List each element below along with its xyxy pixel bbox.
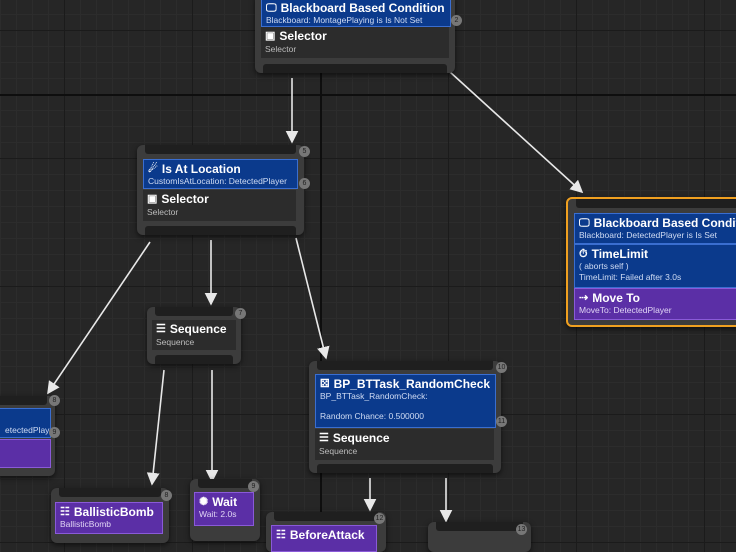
node-index-badge: 8 (161, 490, 172, 501)
blueprint-icon: ⚄ (320, 378, 330, 390)
move-arrow-icon: ⇢ (579, 292, 589, 304)
input-pin[interactable] (0, 396, 47, 405)
node-root-selector[interactable]: 🖵Blackboard Based Condition Blackboard: … (255, 0, 462, 73)
graph-axis-vertical (320, 0, 322, 538)
output-pin[interactable] (155, 355, 233, 364)
task-wait[interactable]: ✺Wait Wait: 2.0s (194, 492, 254, 526)
task-move-to[interactable]: ⇢Move To MoveTo: DetectedPlayer (574, 288, 736, 320)
stopwatch-icon: ⏱ (579, 248, 588, 260)
sequence-icon: ☰ (319, 432, 329, 444)
node-left-partial[interactable]: 8 etectedPlayer 9 (0, 395, 60, 476)
node-isatlocation-selector[interactable]: 5 ☄Is At Location CustomIsAtLocation: De… (137, 145, 310, 235)
decorator-is-at-location[interactable]: ☄Is At Location CustomIsAtLocation: Dete… (143, 159, 298, 189)
wire-root-to-rightbb (449, 71, 584, 194)
graph-axis-horizontal (0, 94, 736, 96)
output-pin[interactable] (263, 64, 447, 73)
monitor-icon: 🖵 (266, 2, 277, 14)
node-index-badge: 9 (248, 481, 259, 492)
input-pin[interactable] (198, 479, 252, 488)
task-partial[interactable] (0, 439, 51, 468)
decorator-index-badge: 6 (299, 178, 310, 189)
input-pin[interactable] (274, 512, 378, 521)
location-icon: ☄ (148, 163, 158, 175)
node-bottom-right[interactable]: 13 (428, 522, 531, 552)
selector-icon: ▣ (147, 193, 158, 205)
node-index-badge: 7 (235, 308, 246, 319)
node-index-badge: 13 (516, 524, 527, 535)
node-ballistic-bomb[interactable]: 8 ☷BallisticBomb BallisticBomb (51, 488, 172, 543)
composite-sequence[interactable]: ☰Sequence Sequence (315, 429, 494, 460)
output-pin[interactable] (317, 464, 493, 473)
task-ballistic-bomb[interactable]: ☷BallisticBomb BallisticBomb (55, 502, 163, 534)
decorator-blackboard-montage[interactable]: 🖵Blackboard Based Condition Blackboard: … (261, 0, 451, 27)
node-index-badge: 10 (496, 362, 507, 373)
wire-seq-to-ballistic (146, 369, 165, 486)
node-index-badge: 12 (374, 513, 385, 524)
input-pin[interactable] (59, 488, 161, 497)
monitor-icon: 🖵 (579, 217, 590, 229)
task-icon: ☷ (276, 529, 286, 541)
node-moveto-selected[interactable]: 🖵Blackboard Based Condition Blackboard: … (566, 197, 736, 327)
node-sequence[interactable]: 7 ☰Sequence Sequence (147, 307, 246, 364)
composite-selector[interactable]: ▣Selector Selector (261, 27, 449, 58)
input-pin[interactable] (155, 307, 233, 316)
input-pin[interactable] (576, 199, 736, 208)
decorator-partial[interactable]: etectedPlayer (0, 408, 51, 438)
node-before-attack[interactable]: 12 ☷BeforeAttack (266, 512, 386, 552)
decorator-random-check[interactable]: ⚄BP_BTTask_RandomCheck BP_BTTask_RandomC… (315, 374, 496, 428)
connection-wires (47, 71, 584, 523)
composite-selector[interactable]: ▣Selector Selector (143, 190, 296, 221)
output-pin[interactable] (145, 226, 296, 235)
decorator-index-badge: 11 (496, 416, 507, 427)
node-index-badge: 8 (49, 395, 60, 406)
sequence-icon: ☰ (156, 323, 166, 335)
decorator-index-badge: 2 (451, 15, 462, 26)
wire-isat-to-leftpartial (47, 241, 151, 395)
input-pin[interactable] (436, 522, 523, 531)
selector-icon: ▣ (265, 30, 276, 42)
composite-sequence[interactable]: ☰Sequence Sequence (152, 320, 236, 350)
task-before-attack[interactable]: ☷BeforeAttack (271, 525, 377, 552)
decorator-index-badge: 9 (49, 427, 60, 438)
node-randomcheck-sequence[interactable]: 10 ⚄BP_BTTask_RandomCheck BP_BTTask_Rand… (309, 361, 507, 473)
decorator-timelimit[interactable]: ⏱TimeLimit ( aborts self ) TimeLimit: Fa… (574, 244, 736, 288)
input-pin[interactable] (317, 361, 493, 370)
wait-spinner-icon: ✺ (199, 496, 209, 508)
task-icon: ☷ (60, 506, 70, 518)
node-wait[interactable]: 9 ✺Wait Wait: 2.0s (190, 479, 260, 541)
node-index-badge: 5 (299, 146, 310, 157)
wire-isat-to-randomcheck (295, 237, 330, 360)
input-pin[interactable] (145, 145, 296, 154)
decorator-blackboard-detected[interactable]: 🖵Blackboard Based Condition Blackboard: … (574, 213, 736, 244)
